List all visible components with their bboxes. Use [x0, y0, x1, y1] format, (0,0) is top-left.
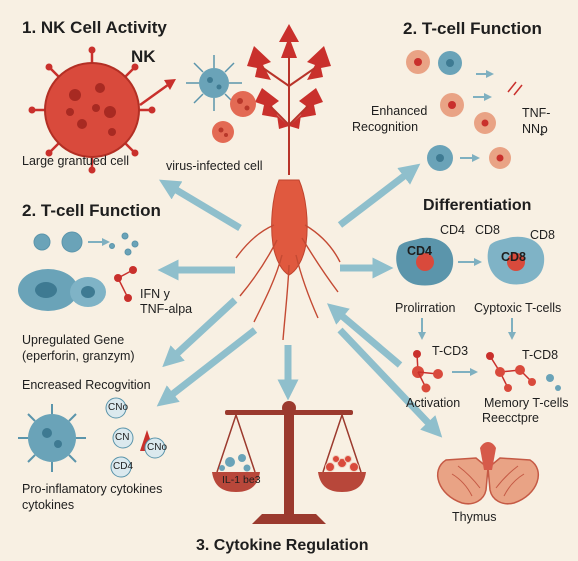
t-cd8-label: T-CD8: [522, 348, 559, 362]
cytokine-cd-label-3: CNo: [147, 442, 168, 453]
left-tcell-title: 2. T-cell Function: [22, 201, 161, 220]
cd8-top-label-1: CD8: [475, 223, 501, 237]
ifn-label: IFN y: [140, 287, 170, 301]
memory-tcells-label: Memory T-cells: [484, 396, 569, 410]
cd4-cell-label: CD4: [407, 244, 433, 258]
tnf-top-label: TNF-: [522, 106, 551, 120]
ginseng-leaves: [247, 24, 331, 129]
right-tcell-title: 2. T-cell Function: [403, 19, 542, 38]
cytokine-regulation-title: 3. Cytokine Regulation: [196, 537, 369, 554]
cd8-cell: [487, 236, 545, 285]
cd4-cell: [396, 237, 454, 286]
cd4-top-label: CD4: [440, 223, 466, 237]
cd8-cell-label: CD8: [501, 250, 527, 264]
scale-left-molecules: [219, 454, 251, 472]
virus-cell-label: virus-infected cell: [166, 159, 263, 173]
nk-section-title: 1. NK Cell Activity: [22, 18, 167, 37]
perforin-label: (eperforin, granzym): [22, 349, 135, 363]
left-molecule-icon: [114, 266, 137, 302]
memory-molecule: [486, 352, 561, 392]
balance-scale: [212, 401, 366, 524]
increased-recognition-label: Encreased Recogvition: [22, 378, 151, 392]
activation-molecule: [412, 350, 443, 393]
enhanced-label: Enhanced: [371, 104, 428, 118]
left-tcell-large-cells: [18, 269, 106, 311]
ginseng-plant: [235, 24, 341, 341]
scale-right-molecules: [325, 455, 359, 472]
ginseng-rootlets: [235, 224, 341, 341]
virus-blue-cell: [186, 55, 242, 111]
nk-large-cell: [28, 46, 156, 174]
recognition-label: Recognition: [352, 120, 419, 134]
ginseng-stems: [262, 56, 316, 175]
cytokine-molecules: [105, 397, 166, 478]
cytokines-label: cytokines: [22, 498, 75, 512]
tnf-bottom-label: NNꝑ: [522, 122, 548, 136]
cytokine-cd-label-2: CN: [115, 432, 130, 443]
large-cell-label: Large grantued cell: [22, 154, 130, 168]
nk-label: NK: [131, 47, 156, 66]
tnf-strands: [507, 81, 523, 96]
cytotoxic-label: Cyptoxic T-cells: [474, 301, 562, 315]
proliferation-label: Prolirration: [395, 301, 456, 315]
t-cd3-label: T-CD3: [432, 344, 469, 358]
pro-inflammatory-label: Pro-inflamatory cytokines: [22, 482, 163, 496]
thymus-organ: [436, 442, 540, 505]
right-tcell-small-arrows: [460, 70, 494, 162]
il1-label: IL-1 be3: [222, 474, 261, 486]
left-tcell-virus-icons: [33, 231, 139, 256]
cytokine-cd-label-4: CD4: [113, 461, 134, 472]
cytokine-cd-label-1: CNo: [108, 402, 129, 413]
virus-red-cells: [212, 91, 256, 143]
upregulated-gene-label: Upregulated Gene: [22, 333, 125, 347]
differentiation-title: Differentiation: [423, 197, 532, 214]
activation-label: Activation: [406, 396, 461, 410]
pro-inflammatory-cell: [18, 404, 86, 472]
right-tcell-cells: [406, 50, 511, 171]
thymus-label: Thymus: [452, 510, 497, 524]
nk-arrow: [139, 80, 173, 107]
receptor-label: Reecctpre: [482, 411, 539, 425]
cd8-top-label-2: CD8: [530, 228, 556, 242]
radiating-arrows: [156, 163, 443, 438]
tnf-alpha-label: TNF-alpa: [140, 302, 193, 316]
ginseng-root: [271, 179, 308, 276]
